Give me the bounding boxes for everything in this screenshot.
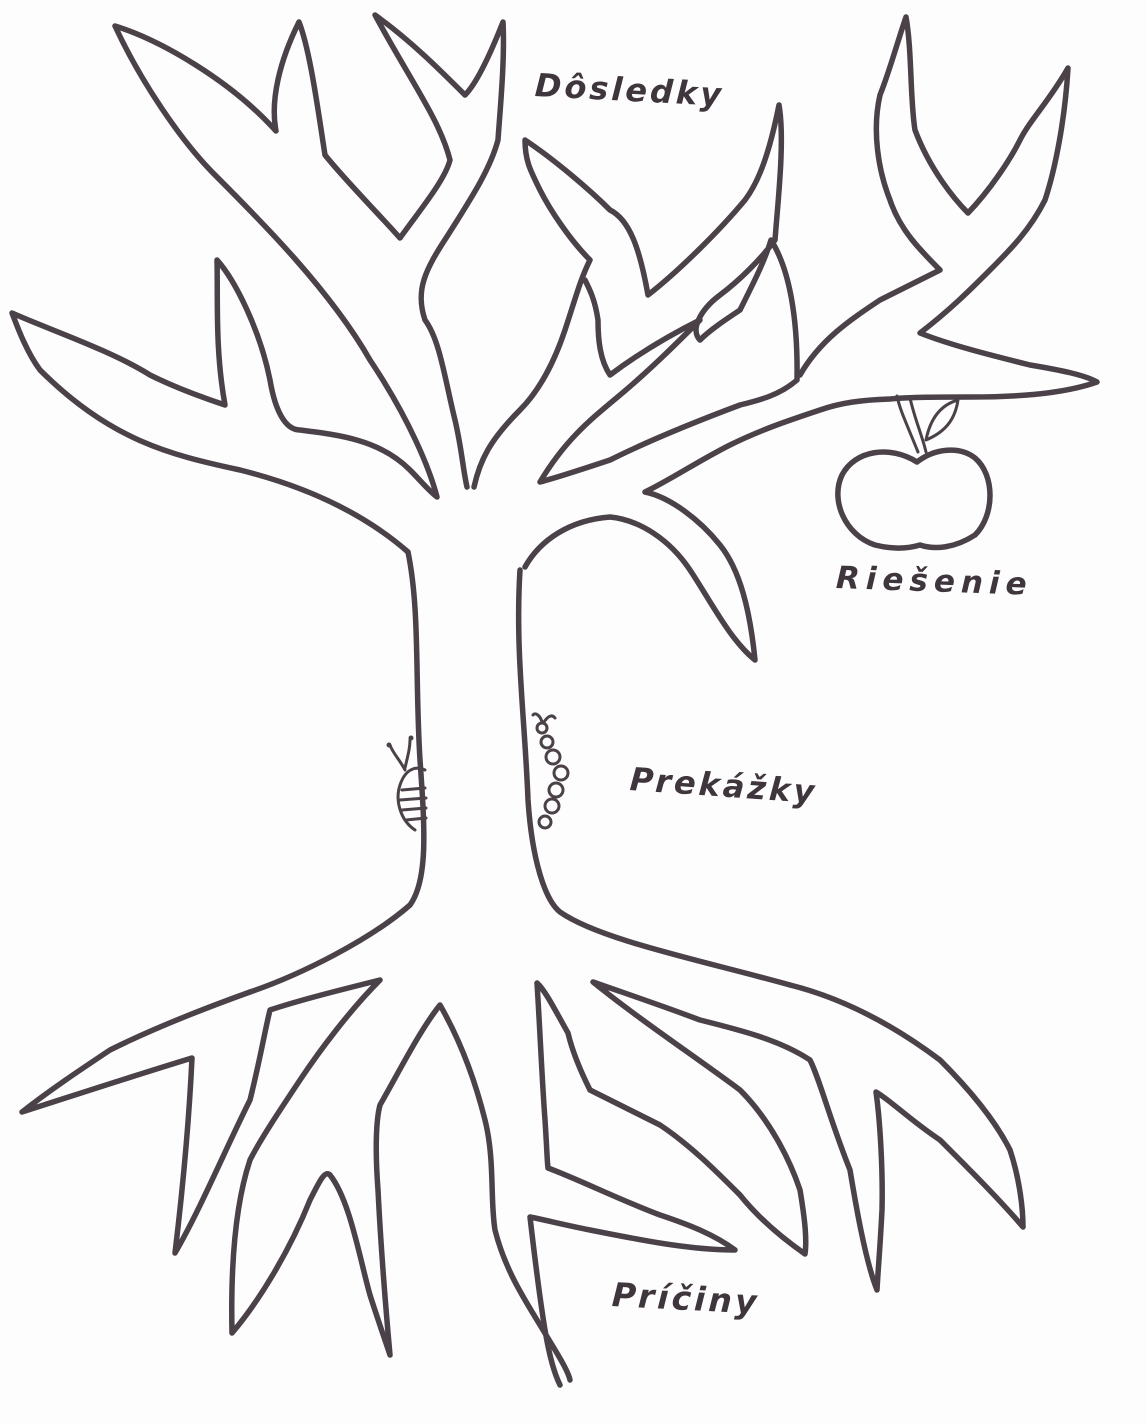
caterpillar-icon [533, 714, 568, 828]
crown-right [525, 17, 1097, 660]
roots-right [530, 982, 1023, 1385]
label-solution: Riešenie [835, 560, 1033, 603]
crown-left [12, 15, 503, 552]
crown-middle [474, 105, 797, 487]
apple-icon [838, 396, 990, 548]
label-causes: Príčiny [611, 1275, 760, 1322]
roots-left [22, 980, 570, 1380]
